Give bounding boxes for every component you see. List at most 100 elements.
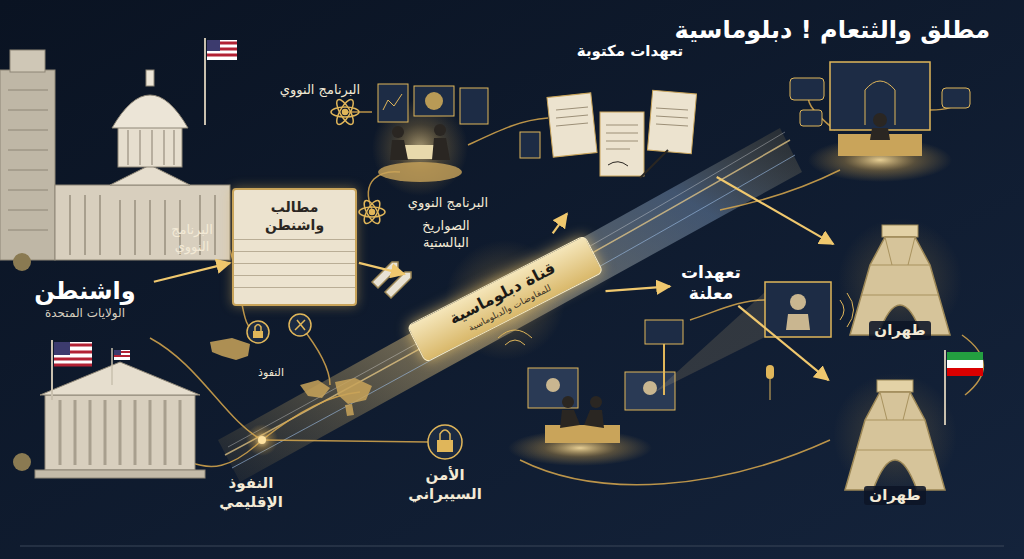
iran-flag-rect — [947, 352, 983, 360]
capitol-building-rect — [207, 40, 220, 51]
network-wires-path — [262, 440, 428, 442]
handshake-scene-rect — [528, 368, 578, 408]
tehran-towers-use — [845, 380, 945, 490]
channel-band: قناة دبلوماسيةللمفاوضات والدبلوماسية — [406, 235, 603, 363]
negotiation-desk-ellipse — [378, 162, 462, 182]
city-node: واشنطنالولايات المتحدة — [18, 276, 152, 322]
treasury-building-rect — [35, 470, 205, 478]
map-shapes — [210, 338, 372, 416]
topic-icons-circle — [428, 425, 462, 459]
tehran-towers-use — [850, 225, 950, 335]
scrolls-path — [556, 107, 688, 149]
press-podium-rect — [645, 320, 683, 344]
negotiation-desk-rect — [460, 88, 488, 124]
topic-icons-path — [295, 320, 305, 330]
topic-icons-ellipse — [331, 107, 359, 117]
topic-icons-ellipse — [359, 207, 385, 217]
broadcast-monitor-rect — [942, 88, 970, 108]
capitol-building-rect — [146, 70, 154, 86]
node-heading: تعهدات معلنة — [672, 262, 750, 305]
map-shapes-path — [345, 404, 354, 416]
flow-connector — [154, 263, 230, 282]
glow-dots-circle — [258, 436, 266, 444]
flow-connector — [553, 214, 567, 234]
flow-connector — [359, 263, 405, 274]
capitol-building-path — [112, 95, 188, 128]
node-heading: واشنطن — [18, 276, 152, 306]
capitol-building-rect — [10, 50, 45, 72]
topic-label: النفوذ الإقليمي — [208, 474, 294, 512]
handshake-scene-rect — [625, 372, 675, 410]
handshake-scene-rect — [545, 425, 620, 443]
diagram-title: مطلق والثتعام ! دبلوماسية — [674, 16, 990, 44]
document-panel: مطالب واشنطن — [232, 188, 357, 306]
channel-stream-path — [232, 155, 795, 468]
broadcast-monitor-rect — [800, 110, 822, 126]
topic-label: البرنامج النووي — [268, 82, 372, 99]
negotiation-desk-path — [432, 138, 450, 160]
capitol-building-circle — [13, 253, 31, 271]
capitol-building-polygon — [110, 165, 190, 185]
capitol-building-rect — [55, 185, 230, 260]
iran-flag — [945, 350, 983, 425]
node-heading: تعهدات مكتوبة — [577, 42, 683, 62]
topic-label: النفوذ — [246, 366, 296, 380]
negotiation-desk-path — [383, 94, 402, 110]
topic-label: البرنامج النووي — [392, 195, 504, 212]
treasury-building-rect — [114, 350, 130, 360]
tehran-towers-circle — [833, 373, 957, 497]
capitol-building-rect — [0, 70, 55, 260]
negotiation-desk-rect — [414, 86, 454, 116]
city-node: طهران — [830, 365, 960, 505]
treasury-building-rect — [114, 350, 121, 355]
broadcast-monitor — [790, 62, 970, 182]
handshake-scene-circle — [590, 396, 602, 408]
negotiation-desk-rect — [378, 84, 408, 122]
press-podium-rect — [766, 365, 774, 379]
topic-icons-path — [385, 272, 411, 298]
treasury-building-polygon — [40, 362, 200, 395]
handshake-scene-circle — [643, 381, 657, 395]
scrolls-path — [608, 162, 628, 166]
topic-label: الأمن السيبراني — [400, 466, 490, 504]
node-subtext: الولايات المتحدة — [18, 306, 152, 322]
press-podium-path — [786, 314, 810, 330]
press-podium-line — [770, 379, 771, 400]
press-podium-rect — [765, 282, 831, 337]
broadcast-monitor-path — [870, 128, 890, 140]
topic-label: الصواريخ البالستية — [400, 218, 492, 252]
capitol-building-line — [204, 38, 206, 125]
topic-icons-path — [255, 325, 261, 332]
iran-flag-line — [944, 350, 946, 425]
treasury-building — [13, 340, 205, 478]
topic-icons-ellipse — [334, 97, 357, 126]
footer-rule — [20, 546, 1004, 547]
handshake-scene-circle — [562, 396, 574, 408]
broadcast-monitor-rect — [790, 78, 824, 100]
treasury-building-path — [60, 400, 180, 465]
scrolls-path — [640, 150, 668, 178]
broadcast-monitor-circle — [873, 113, 887, 127]
press-podium-circle — [790, 294, 806, 310]
topic-icons-circle — [343, 110, 348, 115]
handshake-scene — [498, 330, 675, 466]
broadcast-monitor-rect — [830, 62, 930, 130]
channel-stream — [218, 128, 802, 482]
topic-icons-rect — [437, 440, 453, 452]
treasury-building-line — [51, 340, 53, 400]
negotiation-desk-circle — [392, 126, 404, 138]
negotiation-desk-circle — [425, 92, 443, 110]
commitment-group: تعهدات مكتوبة — [545, 42, 715, 212]
scrolls-rect — [520, 132, 540, 158]
treasury-building-line — [111, 348, 113, 385]
flow-connector — [738, 306, 828, 380]
flow-connector — [717, 177, 834, 244]
iran-flag-rect — [947, 368, 983, 376]
topic-icons-rect — [253, 331, 263, 338]
glow-dots-circle — [246, 424, 278, 456]
handshake-scene-path — [560, 410, 580, 428]
capitol-building-rect — [118, 125, 182, 167]
map-shapes-path — [300, 380, 330, 398]
negotiation-desk-circle — [434, 124, 446, 136]
